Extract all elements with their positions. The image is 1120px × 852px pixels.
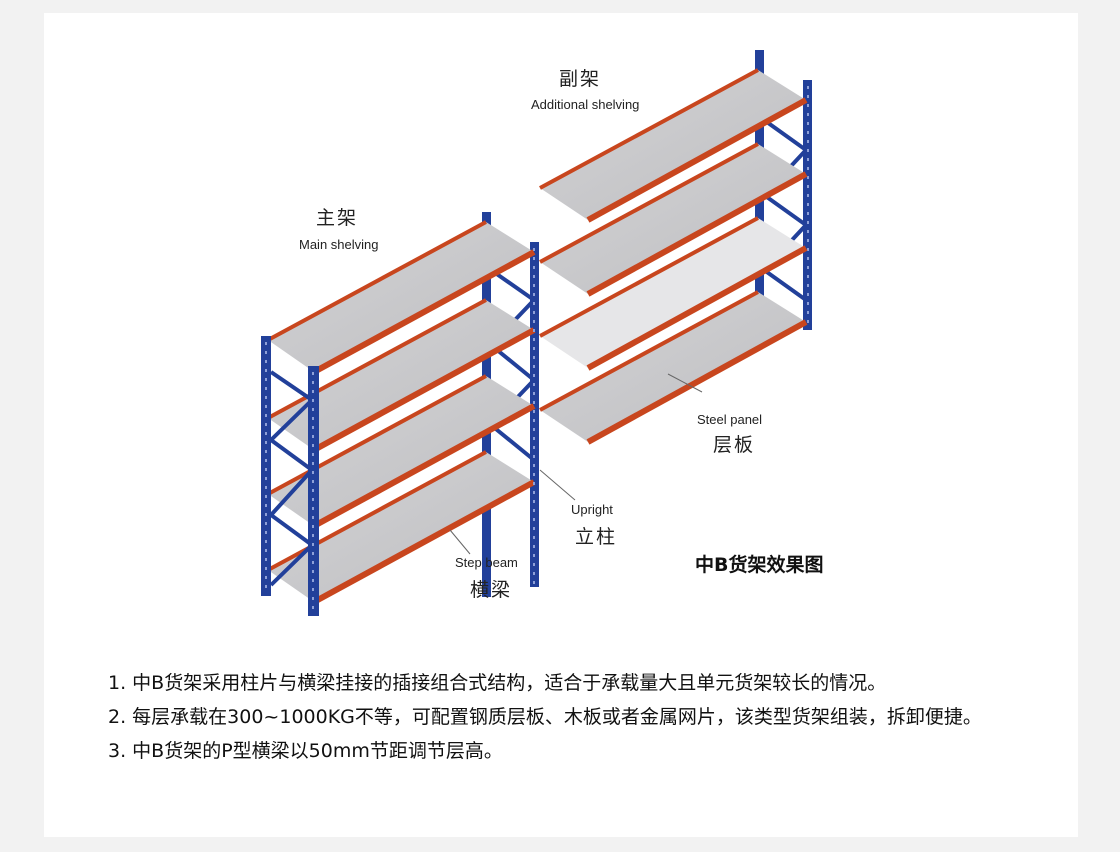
additional-shelving [539, 50, 812, 445]
description-point-3: 3. 中B货架的P型横梁以50mm节距调节层高。 [108, 740, 503, 762]
content-card [44, 13, 1078, 837]
main-shelf-2 [267, 298, 536, 453]
step-beam-label-en: Step beam [455, 555, 518, 570]
description-point-1: 1. 中B货架采用柱片与横梁挂接的插接组合式结构，适合于承载量大且单元货架较长的… [108, 672, 887, 694]
main-shelf-3 [267, 374, 536, 529]
upright-leader [539, 469, 576, 501]
main-shelving-label-en: Main shelving [299, 237, 379, 252]
additional-shelf-4 [539, 290, 808, 445]
step-beam-leader [449, 529, 471, 555]
upright-label-zh: 立柱 [575, 526, 618, 548]
figure-caption: 中B货架效果图 [695, 554, 824, 576]
main-front-left-upright [261, 336, 271, 596]
step-beam-label-zh: 横梁 [470, 579, 513, 601]
additional-shelving-label-zh: 副架 [559, 68, 602, 90]
additional-shelving-label-en: Additional shelving [531, 97, 640, 112]
steel-panel-leader [667, 373, 703, 393]
main-shelving-label-zh: 主架 [316, 207, 359, 229]
description-point-2: 2. 每层承载在300~1000KG不等，可配置钢质层板、木板或者金属网片，该类… [108, 706, 982, 728]
upright-label-en: Upright [571, 502, 613, 517]
steel-panel-label-en: Steel panel [697, 412, 763, 427]
additional-shelf-2 [539, 142, 808, 297]
main-back-right-upright [530, 242, 539, 587]
main-shelf-1 [267, 220, 536, 375]
additional-shelf-3 [539, 216, 808, 371]
steel-panel-label-zh: 层板 [713, 434, 756, 456]
description-text: 1. 中B货架采用柱片与横梁挂接的插接组合式结构，适合于承载量大且单元货架较长的… [108, 666, 1028, 768]
shelving-illustration [261, 50, 812, 616]
main-shelving [261, 212, 539, 616]
additional-shelf-1 [539, 68, 808, 223]
